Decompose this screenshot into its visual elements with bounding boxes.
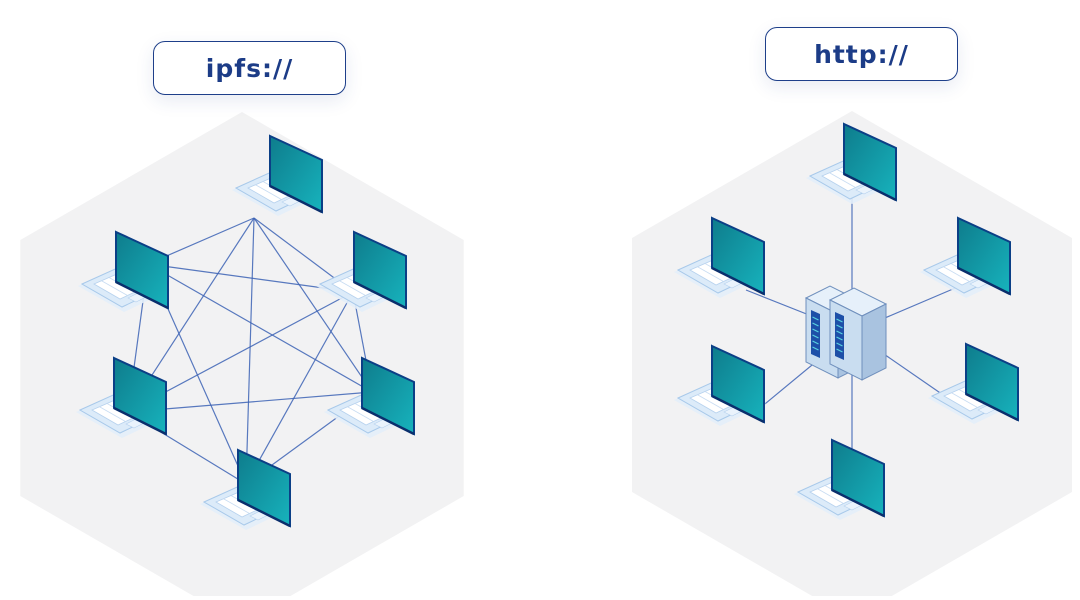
laptop-hinge: [711, 266, 765, 296]
keyboard-row: [347, 406, 374, 422]
laptop-hinge: [237, 498, 291, 528]
keyboard-row: [817, 488, 844, 504]
laptop-icon: [674, 216, 766, 298]
keyboard-row: [951, 392, 978, 408]
ipfs-protocol-label: ipfs://: [153, 41, 346, 95]
laptop-hinge: [843, 172, 897, 202]
rack-light: [812, 316, 819, 321]
laptop-icon: [232, 134, 324, 216]
rack-light: [836, 342, 843, 347]
laptop-hinge: [361, 406, 415, 436]
laptop-icon: [316, 230, 408, 312]
rack-panel: [835, 312, 844, 360]
mesh-link: [245, 217, 255, 485]
laptop-icon: [324, 356, 416, 438]
rack-light: [812, 328, 819, 333]
laptop-hinge: [353, 280, 407, 310]
keyboard-row: [697, 266, 724, 282]
keyboard-row: [697, 394, 724, 410]
server-icon: [804, 285, 888, 381]
keyboard-row: [99, 406, 126, 422]
laptop-icon: [806, 122, 898, 204]
laptop-icon: [794, 438, 886, 520]
rack-light: [812, 346, 819, 351]
keyboard-row: [255, 184, 282, 200]
laptop-hinge: [965, 392, 1019, 422]
rack-light: [836, 318, 843, 323]
laptop-icon: [674, 344, 766, 426]
keyboard-row: [829, 172, 856, 188]
keyboard-row: [943, 266, 970, 282]
rack-light: [836, 348, 843, 353]
mesh-link: [253, 217, 373, 393]
rack-light: [836, 336, 843, 341]
laptop-icon: [76, 356, 168, 438]
laptop-icon: [920, 216, 1012, 298]
mesh-link: [245, 291, 354, 485]
keyboard-row: [339, 280, 366, 296]
laptop-hinge: [957, 266, 1011, 296]
laptop-hinge: [115, 280, 169, 310]
rack-light: [812, 334, 819, 339]
rack-light: [812, 322, 819, 327]
rack-panel: [811, 310, 820, 358]
laptop-hinge: [831, 488, 885, 518]
server-rack: [828, 287, 888, 381]
ipfs-network-hexagon: [20, 112, 464, 600]
rack-light: [836, 324, 843, 329]
keyboard-row: [101, 280, 128, 296]
laptop-hinge: [711, 394, 765, 424]
mesh-link: [127, 391, 373, 413]
rack-light: [836, 330, 843, 335]
laptop-icon: [928, 342, 1020, 424]
keyboard-row: [223, 498, 250, 514]
laptop-icon: [78, 230, 170, 312]
mesh-link: [147, 263, 373, 393]
rack-side: [861, 303, 887, 381]
laptop-hinge: [269, 184, 323, 214]
rack-light: [812, 340, 819, 345]
laptop-icon: [200, 448, 292, 530]
laptop-hinge: [113, 406, 167, 436]
http-protocol-label: http://: [765, 27, 958, 81]
